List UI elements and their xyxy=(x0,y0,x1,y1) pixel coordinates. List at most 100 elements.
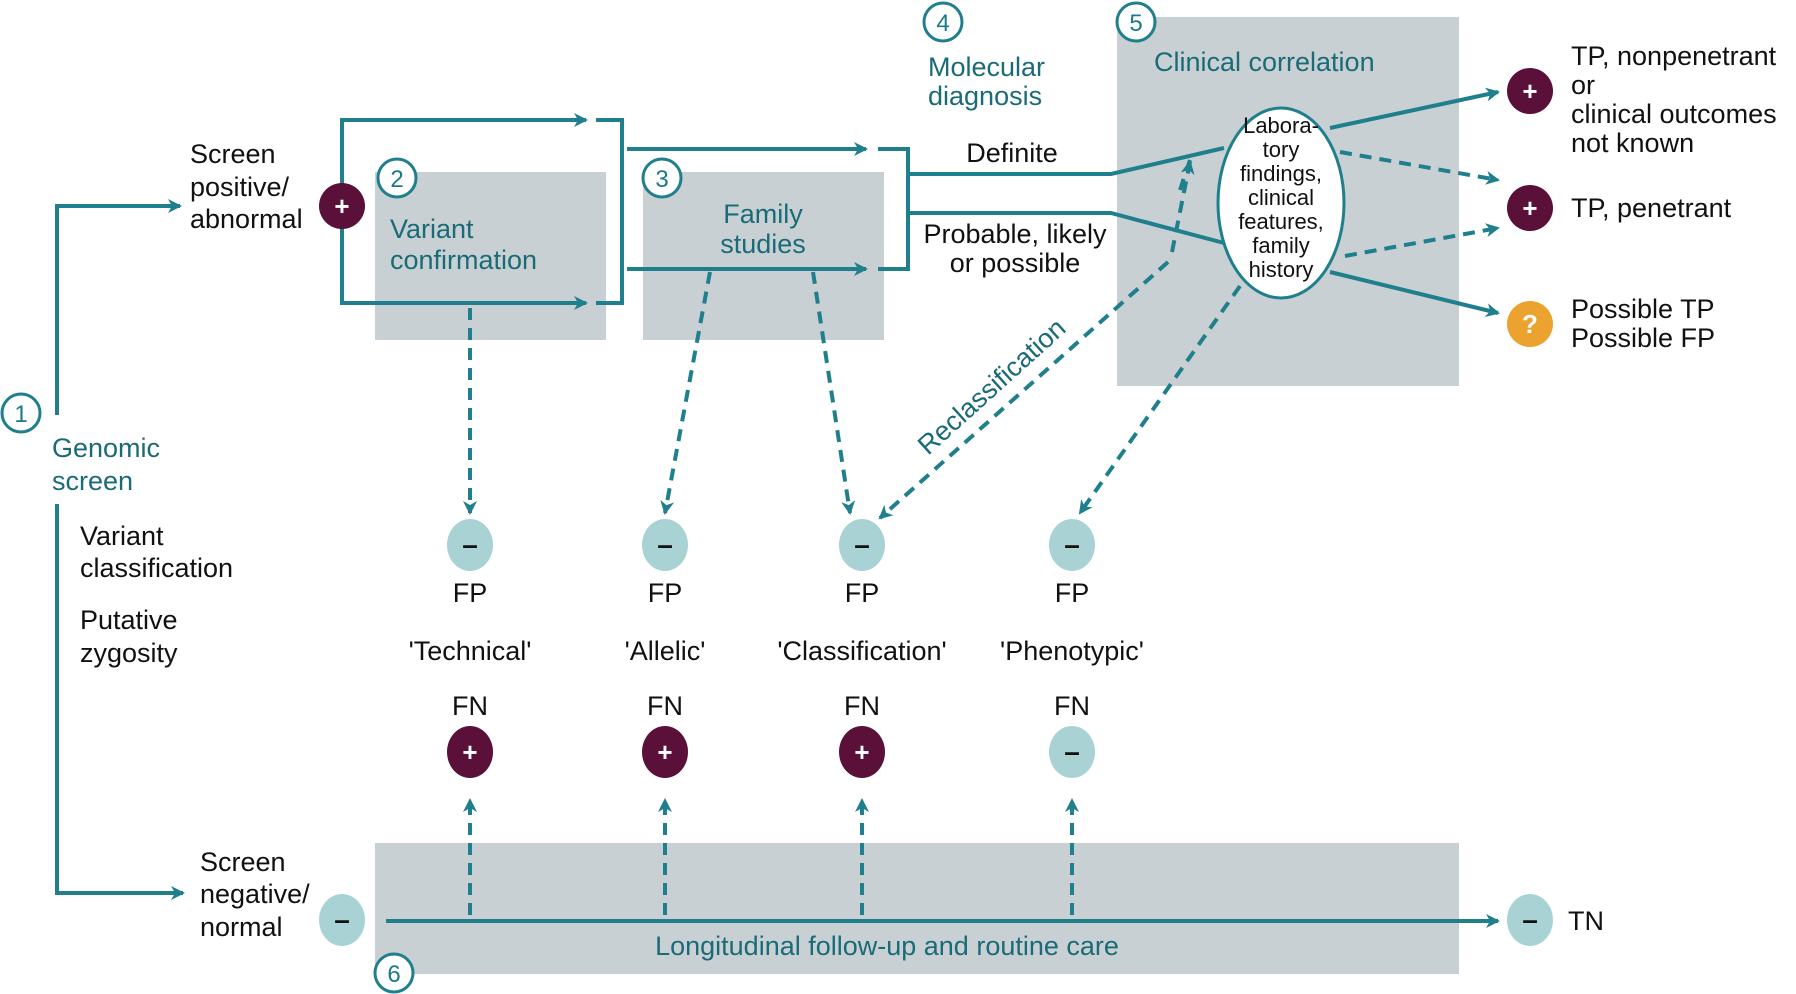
ellipse-line: history xyxy=(1249,257,1314,282)
fn-label: FN xyxy=(452,691,488,721)
plus-icon: + xyxy=(1522,193,1537,223)
screen-negative-sign xyxy=(319,894,365,946)
step-2-badge xyxy=(376,157,418,199)
outcome-penetrant-sign xyxy=(1507,185,1553,231)
fp-label: FP xyxy=(845,578,880,608)
family-studies-label-1: Family xyxy=(723,199,803,229)
diagnosis-lines xyxy=(908,146,1225,245)
minus-icon: – xyxy=(1064,529,1080,560)
minus-icon: – xyxy=(657,529,673,560)
error-type-label: 'Technical' xyxy=(409,636,532,666)
step-6-box xyxy=(375,843,1459,974)
step-4-badge xyxy=(922,1,964,43)
ellipse-text: Labora- tory findings, clinical features… xyxy=(1238,113,1324,282)
clinical-findings-ellipse xyxy=(1216,106,1346,300)
error-type-label: 'Phenotypic' xyxy=(1000,636,1144,666)
step-3-number: 3 xyxy=(655,166,668,193)
step-3-badge xyxy=(641,157,683,199)
outcome-possible-sign xyxy=(1507,301,1553,347)
reclassification-label: Reclassification xyxy=(912,313,1071,461)
probable-label-1: Probable, likely xyxy=(923,219,1107,249)
fp-label: FP xyxy=(1055,578,1090,608)
outcome-nonpenetrant-sign xyxy=(1507,68,1553,114)
variant-confirmation-label-2: confirmation xyxy=(390,245,537,275)
fp-label: FP xyxy=(648,578,683,608)
fp-sign xyxy=(642,519,688,571)
error-type-label: 'Classification' xyxy=(777,636,946,666)
step-3-box xyxy=(643,172,884,340)
genomic-screen-label-1: Genomic xyxy=(52,433,160,463)
fn-sign xyxy=(839,726,885,778)
putative-zygosity-label-1: Putative xyxy=(80,605,178,635)
molecular-diagnosis-label-2: diagnosis xyxy=(928,81,1042,111)
definite-label: Definite xyxy=(966,138,1058,168)
outcome-nonpenetrant-label-4: not known xyxy=(1571,128,1694,158)
plus-icon: + xyxy=(1522,76,1537,106)
reclassification-arrow xyxy=(878,160,1195,520)
minus-icon: – xyxy=(854,529,870,560)
step-5-badge xyxy=(1115,1,1157,43)
screen-positive-label-2: positive/ xyxy=(190,172,290,202)
error-type-label: 'Allelic' xyxy=(625,636,706,666)
ellipse-line: features, xyxy=(1238,209,1324,234)
fn-sign xyxy=(642,726,688,778)
ellipse-line: tory xyxy=(1263,137,1300,162)
minus-icon: – xyxy=(1522,904,1538,935)
ellipse-line: Labora- xyxy=(1243,113,1319,138)
fp-label: FP xyxy=(453,578,488,608)
plus-icon: + xyxy=(462,737,477,767)
family-studies-label-2: studies xyxy=(720,229,806,259)
plus-icon: + xyxy=(657,737,672,767)
tn-sign xyxy=(1507,894,1553,946)
step-1-number: 1 xyxy=(14,401,27,428)
step-numbers xyxy=(0,1,1157,994)
ellipse-line: findings, xyxy=(1240,161,1322,186)
family-study-paths xyxy=(627,142,910,276)
screen-negative-label-1: Screen xyxy=(200,847,286,877)
step-1-badge xyxy=(0,392,42,434)
probable-label-2: or possible xyxy=(950,248,1081,278)
fn-sign xyxy=(447,726,493,778)
variant-confirmation-label-1: Variant xyxy=(390,214,474,244)
plus-icon: + xyxy=(334,191,349,221)
follow-up-label: Longitudinal follow-up and routine care xyxy=(655,931,1119,961)
molecular-diagnosis-label-1: Molecular xyxy=(928,52,1045,82)
outcome-nonpenetrant-label-3: clinical outcomes xyxy=(1571,99,1777,129)
ellipse-line: clinical xyxy=(1248,185,1314,210)
minus-icon: – xyxy=(462,529,478,560)
step-5-number: 5 xyxy=(1129,10,1142,37)
step-6-badge xyxy=(373,952,415,994)
fn-label: FN xyxy=(844,691,880,721)
screen-negative-label-2: negative/ xyxy=(200,879,310,909)
question-icon: ? xyxy=(1522,309,1538,339)
outcome-possible-label-1: Possible TP xyxy=(1571,294,1715,324)
genomic-screen-label-2: screen xyxy=(52,466,133,496)
outcome-arrows xyxy=(1329,87,1500,317)
variant-classification-label-2: classification xyxy=(80,553,233,583)
step-4-number: 4 xyxy=(936,10,949,37)
putative-zygosity-label-2: zygosity xyxy=(80,638,178,668)
fp-sign xyxy=(447,519,493,571)
step-6-number: 6 xyxy=(387,961,400,988)
outcome-nonpenetrant-label-1: TP, nonpenetrant xyxy=(1571,41,1777,71)
outcome-penetrant-label: TP, penetrant xyxy=(1571,193,1732,223)
fn-label: FN xyxy=(647,691,683,721)
plus-icon: + xyxy=(854,737,869,767)
outcome-possible-label-2: Possible FP xyxy=(1571,323,1715,353)
fn-label: FN xyxy=(1054,691,1090,721)
screen-positive-sign xyxy=(319,183,365,229)
ellipse-line: family xyxy=(1252,233,1309,258)
minus-icon: – xyxy=(334,904,350,935)
screen-positive-label-1: Screen xyxy=(190,139,276,169)
fp-sign xyxy=(1049,519,1095,571)
step-2-number: 2 xyxy=(390,166,403,193)
genomic-screen-connector xyxy=(55,199,185,900)
screen-positive-label-3: abnormal xyxy=(190,204,303,234)
outcome-nonpenetrant-label-2: or xyxy=(1571,70,1595,100)
confirmation-paths xyxy=(340,113,624,310)
fp-dashed-arrows xyxy=(463,159,1242,515)
minus-icon: – xyxy=(1064,736,1080,767)
step-2-box xyxy=(375,172,606,340)
fn-sign xyxy=(1049,726,1095,778)
